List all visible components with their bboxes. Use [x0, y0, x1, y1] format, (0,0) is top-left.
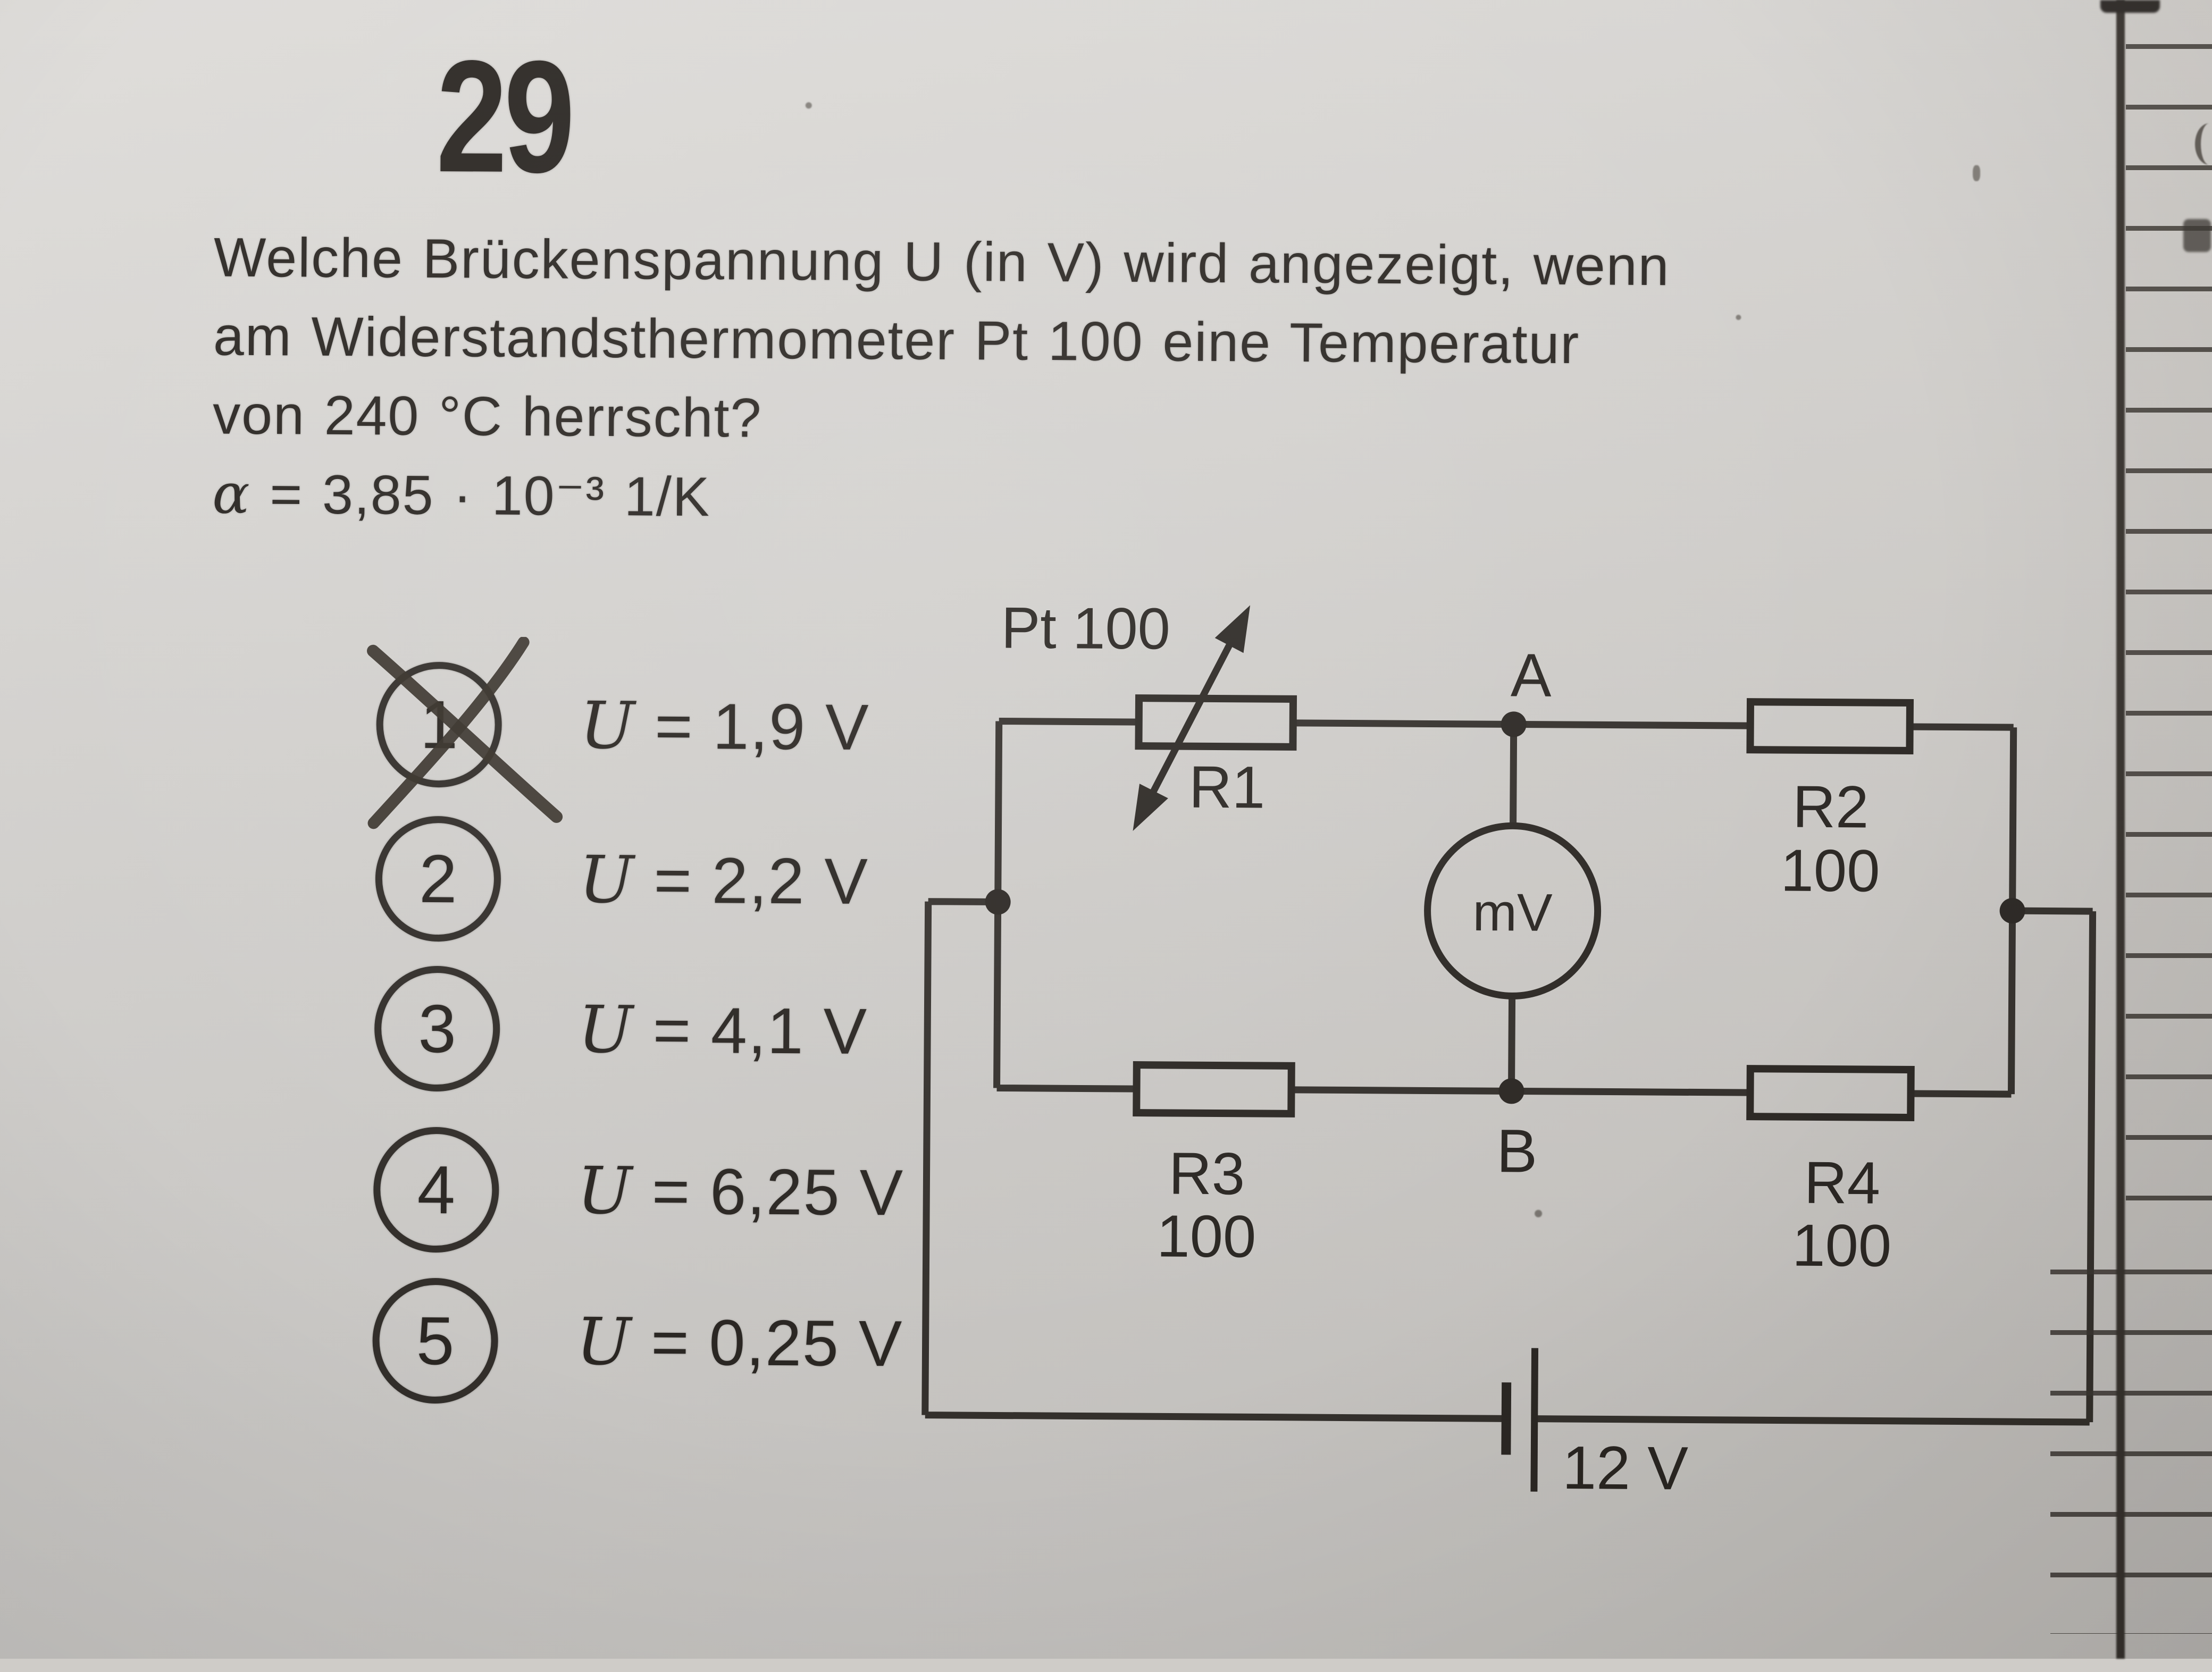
battery-symbol	[1506, 1348, 1535, 1491]
resistor-r4-symbol	[1750, 1069, 1911, 1118]
label-pt100: Pt 100	[1001, 595, 1170, 662]
label-r3: R3	[1169, 1140, 1245, 1207]
paper-speck	[1973, 165, 1980, 181]
label-r1: R1	[1189, 754, 1266, 821]
paper-speck	[1535, 1210, 1542, 1217]
label-r2: R2	[1792, 774, 1869, 841]
notebook-page-edge	[2116, 0, 2125, 1659]
right-node-dot	[1999, 898, 2025, 923]
label-node-b: B	[1496, 1117, 1537, 1185]
resistor-r2-symbol	[1750, 702, 1910, 751]
resistor-r3-symbol	[1136, 1065, 1292, 1114]
node-a-dot	[1501, 711, 1527, 737]
left-node-dot	[985, 889, 1011, 914]
label-r4: R4	[1804, 1149, 1881, 1216]
paper-speck	[806, 102, 812, 108]
edge-smudge-mark	[2183, 219, 2211, 252]
paper-speck	[1736, 315, 1741, 320]
label-r3-value: 100	[1157, 1203, 1256, 1270]
node-b-dot	[1498, 1078, 1524, 1104]
ruled-lines-upper	[2126, 0, 2212, 1239]
resistor-r1-symbol	[1138, 698, 1293, 747]
label-mv-meter: mV	[1472, 883, 1553, 943]
label-battery-voltage: 12 V	[1562, 1434, 1689, 1502]
label-r2-value: 100	[1780, 837, 1880, 904]
label-r4-value: 100	[1792, 1212, 1892, 1279]
ruled-lines-lower	[2050, 1239, 2212, 1659]
label-node-a: A	[1511, 641, 1552, 709]
corner-shadow-blob	[2100, 0, 2160, 13]
handwritten-x-mark	[342, 636, 583, 839]
